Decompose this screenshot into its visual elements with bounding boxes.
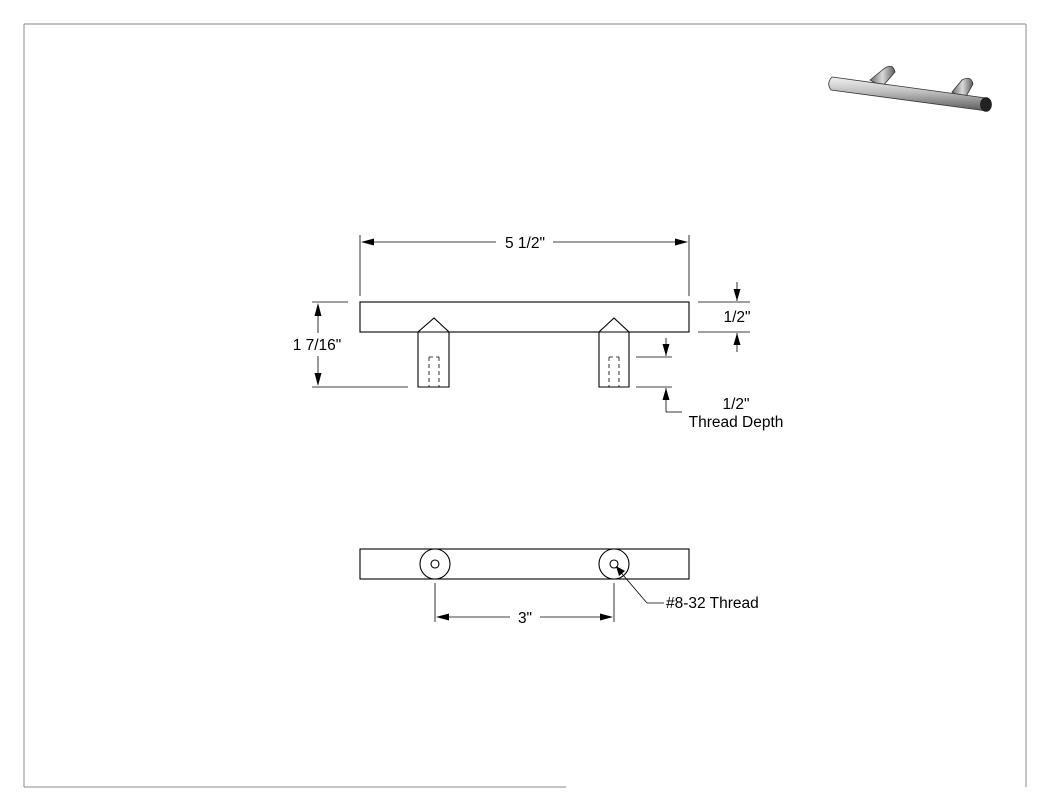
thread-callout: #8-32 Thread	[616, 566, 759, 612]
sheet-border	[23, 23, 1027, 788]
top-view	[359, 548, 690, 580]
thread-callout-label: #8-32 Thread	[666, 595, 759, 612]
overall-height-label: 1 7/16"	[293, 337, 342, 354]
dimension-bar-diameter: 1/2"	[698, 282, 751, 352]
thread-depth-label: Thread Depth	[689, 414, 784, 431]
dimension-hole-spacing: 3"	[434, 583, 615, 627]
left-post	[417, 317, 450, 388]
right-post	[598, 317, 630, 388]
bar-diameter-label: 1/2"	[723, 309, 750, 326]
thread-depth-value: 1/2"	[722, 396, 749, 413]
isometric-preview	[828, 65, 992, 112]
dimension-overall-height: 1 7/16"	[293, 301, 408, 388]
thread-hidden-lines	[428, 356, 620, 387]
handle-bar-top	[359, 548, 690, 580]
overall-length-label: 5 1/2"	[505, 235, 545, 252]
hole-spacing-label: 3"	[518, 610, 532, 627]
handle-bar	[359, 301, 690, 333]
dimension-thread-depth: 1/2" Thread Depth	[636, 338, 783, 431]
left-thread-hole	[430, 559, 440, 569]
front-view	[359, 301, 690, 388]
dimension-overall-length: 5 1/2"	[359, 235, 690, 296]
